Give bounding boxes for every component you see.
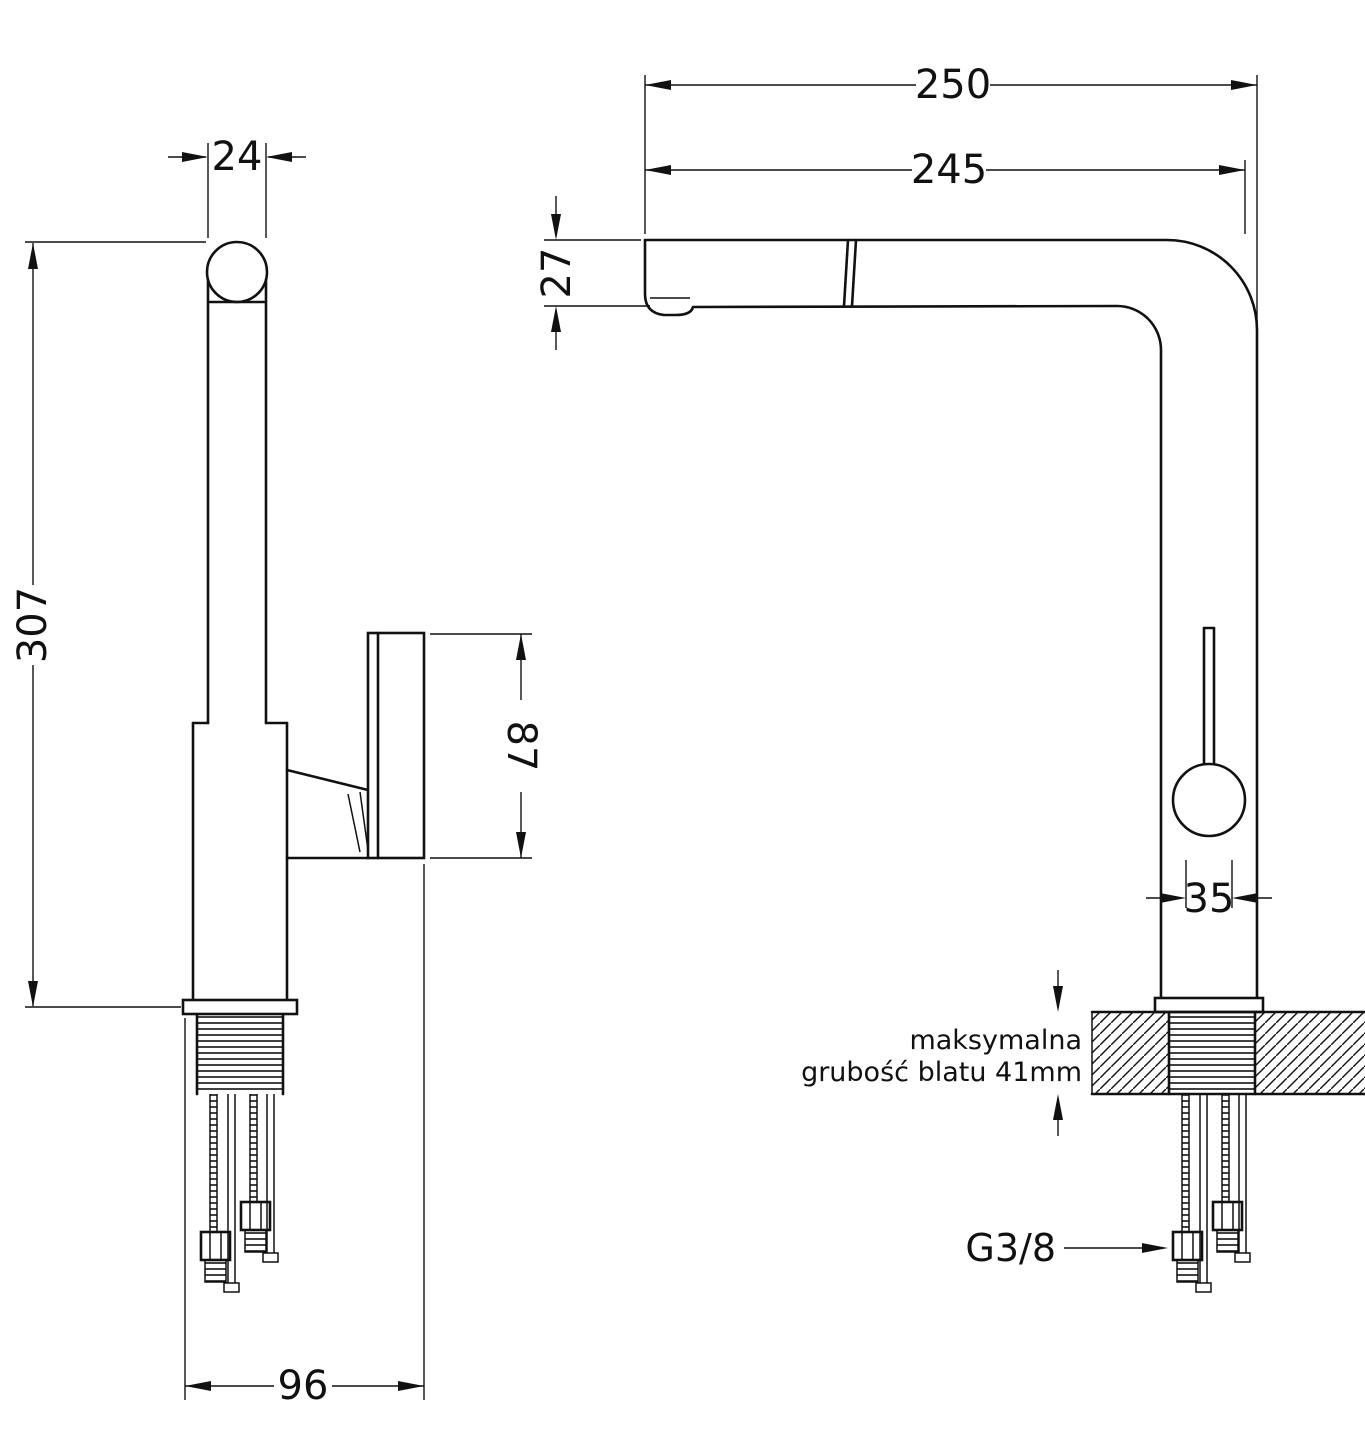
thread-size-label: G3/8 — [965, 1226, 1056, 1270]
dim-total-height: 307 — [10, 241, 206, 1008]
dim-27-label: 27 — [534, 248, 580, 299]
spout-inner-outline — [643, 238, 1163, 1000]
dim-neck-diameter: 35 — [1146, 860, 1272, 922]
handle-lever — [366, 631, 426, 860]
handle-joint — [285, 768, 370, 860]
dim-87-label: 87 — [498, 721, 544, 772]
dim-35-label: 35 — [1184, 876, 1235, 922]
dim-outlet-height: 27 — [534, 196, 650, 350]
dim-handle-height: 87 — [430, 633, 544, 859]
dim-24-label: 24 — [212, 134, 263, 180]
base-flange — [181, 998, 299, 1016]
dim-250-label: 250 — [915, 62, 991, 108]
shank-through-counter — [1169, 1012, 1255, 1094]
base-flange-front — [1153, 996, 1265, 1014]
dim-spout-reach: 245 — [645, 147, 1246, 234]
countertop-note-line2: grubość blatu 41mm — [801, 1057, 1082, 1088]
dim-307-label: 307 — [10, 587, 56, 663]
pullout-joint — [842, 238, 850, 308]
countertop-section: maksymalna grubość blatu 41mm — [801, 970, 1365, 1136]
dim-245-label: 245 — [911, 147, 987, 193]
handle-front — [1171, 626, 1247, 838]
dim-base-span: 96 — [184, 864, 425, 1409]
side-view — [181, 240, 426, 1294]
dim-total-reach: 250 — [644, 62, 1258, 326]
front-view: maksymalna grubość blatu 41mm G3/8 — [643, 238, 1365, 1294]
dim-spout-diameter: 24 — [168, 134, 306, 238]
dim-96-label: 96 — [278, 1363, 329, 1409]
spout-bend — [205, 240, 269, 304]
threaded-shank — [195, 1012, 285, 1096]
handle-ball — [1171, 762, 1247, 838]
spout-outer-outline — [643, 238, 1259, 1000]
thread-size-callout: G3/8 — [965, 1226, 1168, 1270]
countertop-note-line1: maksymalna — [909, 1025, 1082, 1056]
